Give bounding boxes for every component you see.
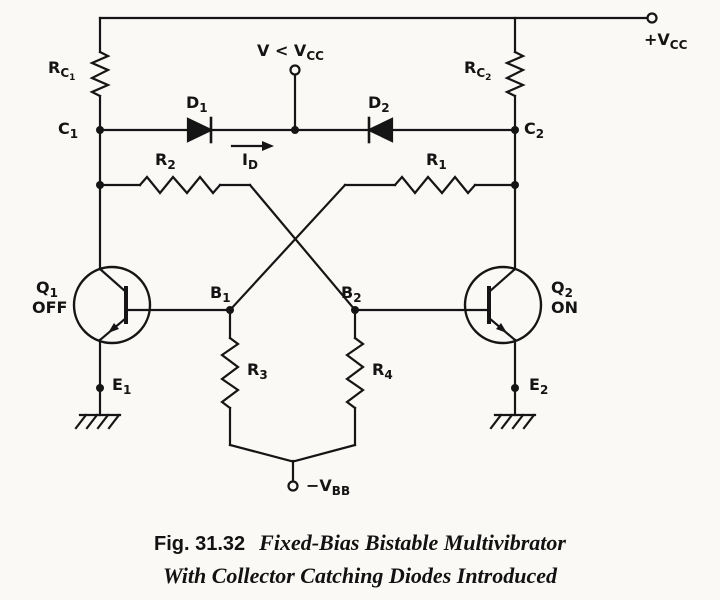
q1-emitter-arrow bbox=[108, 323, 119, 333]
diode-d1 bbox=[186, 116, 214, 144]
label-q2-state: ON bbox=[551, 298, 578, 317]
figure-caption: Fig. 31.32 Fixed-Bias Bistable Multivibra… bbox=[0, 527, 720, 591]
label-r2: R2 bbox=[155, 150, 176, 172]
resistor-r4 bbox=[293, 308, 365, 463]
label-q2: Q2 bbox=[551, 278, 573, 300]
label-id-current: ID bbox=[242, 150, 258, 172]
vbb-terminal bbox=[287, 459, 299, 492]
label-b1: B1 bbox=[210, 283, 231, 305]
resistor-r1-coupling bbox=[228, 175, 517, 312]
catching-voltage-terminal bbox=[289, 64, 301, 132]
resistor-r2-coupling bbox=[98, 175, 357, 312]
q2-emitter-arrow bbox=[496, 323, 507, 333]
label-catching-voltage: V < VCC bbox=[257, 41, 324, 63]
label-q1-state: OFF bbox=[32, 298, 68, 317]
label-vbb: −VBB bbox=[306, 476, 351, 498]
diode-current-arrow bbox=[230, 141, 274, 151]
label-d1: D1 bbox=[186, 93, 208, 115]
caption-title-line2: With Collector Catching Diodes Introduce… bbox=[162, 563, 557, 588]
label-e1: E1 bbox=[112, 375, 132, 397]
junction-dots bbox=[96, 126, 519, 392]
label-d2: D2 bbox=[368, 93, 390, 115]
power-rail bbox=[98, 12, 658, 24]
transistor-q1 bbox=[72, 265, 232, 417]
resistor-rc1 bbox=[89, 16, 111, 132]
label-r4: R4 bbox=[372, 360, 393, 382]
label-e2: E2 bbox=[529, 375, 549, 397]
label-q1: Q1 bbox=[36, 278, 58, 300]
label-c2: C2 bbox=[524, 119, 545, 141]
label-rc1: RC1 bbox=[48, 58, 76, 83]
resistor-r3 bbox=[220, 308, 293, 463]
label-vcc-supply: +VCC bbox=[644, 30, 688, 52]
ground-e1 bbox=[74, 413, 122, 430]
diode-d2 bbox=[366, 116, 394, 144]
figure-number: Fig. 31.32 bbox=[154, 533, 246, 555]
label-r3: R3 bbox=[247, 360, 268, 382]
label-c1: C1 bbox=[58, 119, 79, 141]
caption-title-line1: Fixed-Bias Bistable Multivibrator bbox=[259, 530, 566, 555]
label-r1: R1 bbox=[426, 150, 447, 172]
label-rc2: RC2 bbox=[464, 58, 492, 83]
resistor-rc2 bbox=[504, 16, 526, 132]
transistor-q2 bbox=[353, 265, 543, 417]
ground-e2 bbox=[489, 413, 537, 430]
label-b2: B2 bbox=[341, 283, 362, 305]
